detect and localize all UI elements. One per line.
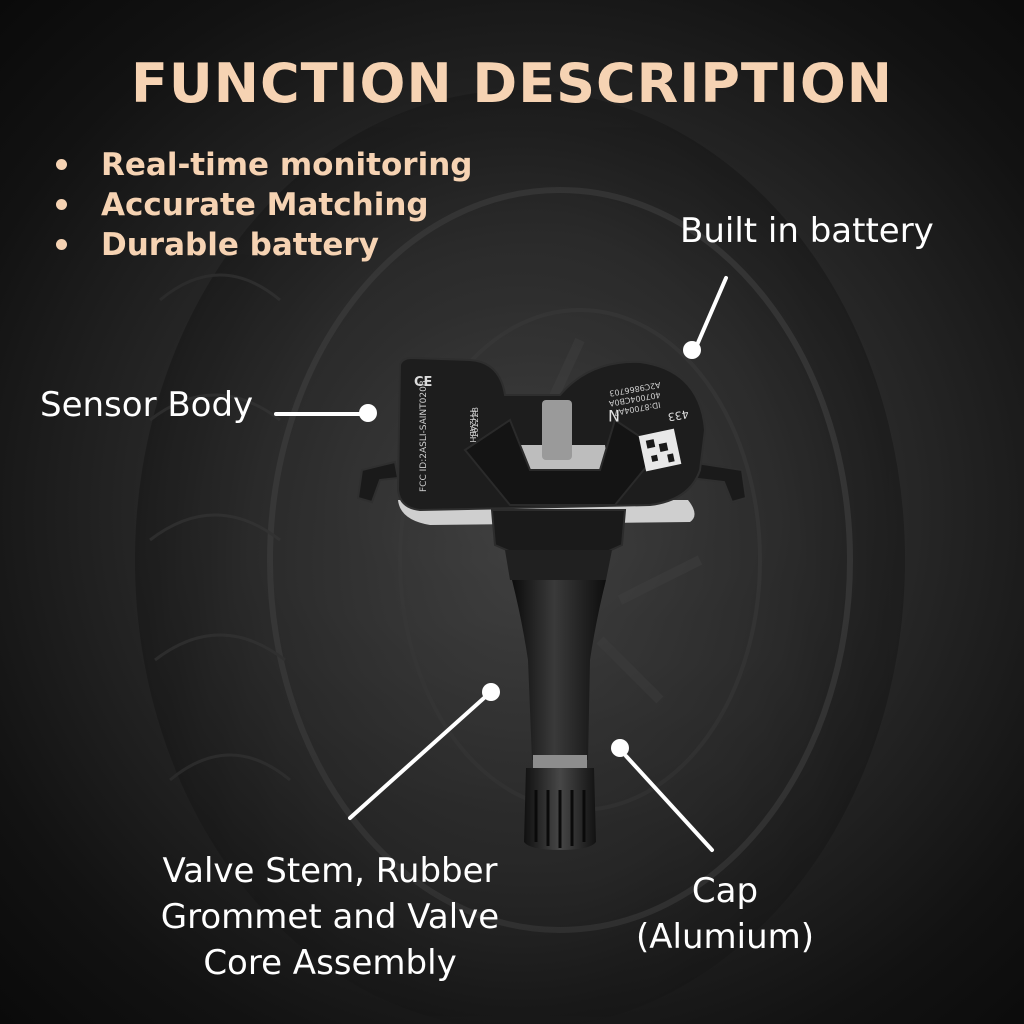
feature-item: Accurate Matching xyxy=(54,185,472,225)
feature-label: Accurate Matching xyxy=(101,187,429,223)
fcc-id-text: FCC ID:2ASLI-SAINT0208 xyxy=(419,380,429,492)
feature-label: Real-time monitoring xyxy=(101,147,473,183)
sensor-body-shape: CE FCC ID:2ASLI-SAINT0208 16122B FH2ABH … xyxy=(356,356,748,525)
datamatrix-code xyxy=(638,428,682,472)
feature-label: Durable battery xyxy=(101,227,379,263)
valve-label-line: Core Assembly xyxy=(203,943,457,983)
number-mark: 433 xyxy=(667,407,690,423)
cap-label-line: (Alumium) xyxy=(635,917,815,957)
feature-item: Durable battery xyxy=(54,225,472,265)
page-title: FUNCTION DESCRIPTION xyxy=(131,52,893,115)
ce-mark: CE xyxy=(414,375,432,390)
battery-label: Built in battery xyxy=(680,211,934,251)
bullet-icon xyxy=(56,239,67,250)
valve-label-line: Grommet and Valve xyxy=(160,897,500,937)
feature-item: Real-time monitoring xyxy=(54,145,472,185)
valve-stem-label: Valve Stem, Rubber Grommet and Valve Cor… xyxy=(120,848,540,986)
code-left-2: FH2ABH xyxy=(468,410,477,443)
valve-stem-shape xyxy=(490,509,627,850)
cap-label: Cap (Alumium) xyxy=(610,868,840,960)
sensor-body-label: Sensor Body xyxy=(40,385,254,425)
feature-list: Real-time monitoring Accurate Matching D… xyxy=(54,145,472,265)
letter-mark: N xyxy=(608,406,620,425)
bullet-icon xyxy=(56,159,67,170)
bullet-icon xyxy=(56,199,67,210)
valve-label-line: Valve Stem, Rubber xyxy=(162,851,498,891)
cap-label-line: Cap xyxy=(691,871,759,911)
code-left-1: 16122B xyxy=(471,407,480,438)
